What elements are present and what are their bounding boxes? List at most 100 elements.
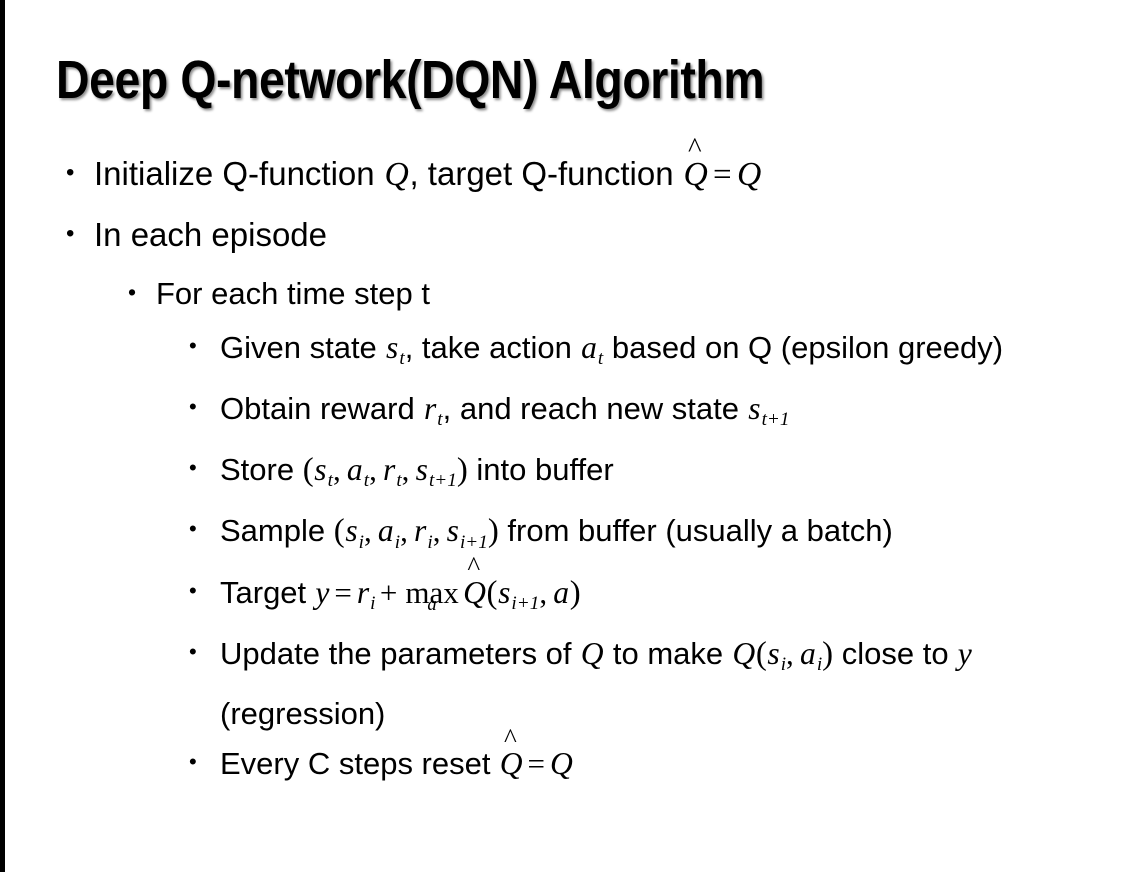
bullet-initialize: • Initialize Q-function Q, target Q-func… [0,134,1124,201]
text-fragment: , and reach new state [442,391,748,427]
math-var-s: s [748,391,761,427]
math-var-s: s [767,635,780,671]
text-fragment: Obtain reward [220,391,424,427]
math-var-y: y [957,635,972,671]
bullet-marker-icon: • [189,577,197,603]
bullet-marker-icon: • [66,220,75,247]
math-var-s-next: s [415,452,428,488]
text-fragment: into buffer [467,452,614,488]
math-var-q: Q [384,156,409,193]
math-operator-equals: = [713,157,732,193]
bullet-update-parameters-text: Update the parameters of Q to make Q(si,… [220,629,1124,738]
math-operator-equals: = [334,574,352,610]
bullet-each-episode-text: In each episode [94,216,328,253]
math-var-a: a [553,574,570,610]
bullet-marker-icon: • [66,159,75,186]
circumflex-accent-icon: ^ [687,131,702,164]
circumflex-accent-icon: ^ [503,722,517,753]
math-paren-open: ( [755,635,767,672]
math-var-r: r [356,574,370,610]
slide-title: Deep Q-network(DQN) Algorithm [56,50,765,110]
math-var-r: r [414,513,427,549]
math-var-r: r [383,452,396,488]
math-comma: , [432,513,441,549]
text-fragment: Update the parameters of [220,635,581,671]
math-subscript-t: t [363,470,370,492]
math-var-s: s [386,330,399,365]
bullet-marker-icon: • [189,638,197,664]
math-comma: , [363,513,372,549]
text-fragment: Initialize Q-function [94,155,384,192]
math-var-y: y [315,574,330,610]
math-subscript-t-plus-1: t+1 [428,470,457,492]
bullet-store-transition-text: Store (st,at,rt,st+1) into buffer [220,445,1124,505]
bullet-each-episode: • In each episode [0,209,1124,261]
math-paren-open: ( [486,574,498,611]
math-subscript-t: t [396,470,402,492]
math-var-a: a [581,330,597,365]
text-fragment: (regression) [220,695,386,731]
math-paren-close: ) [822,635,834,672]
bullet-reset-target-network-text: Every C steps reset ^Q=Q [220,724,1124,788]
math-var-q-hat: ^Q [499,724,523,788]
math-comma: , [369,452,377,488]
math-var-q-hat: ^Q [683,134,709,201]
math-comma: , [786,635,794,671]
bullet-store-transition: • Store (st,at,rt,st+1) into buffer [0,445,1124,505]
bullet-obtain-reward-text: Obtain reward rt, and reach new state st… [220,384,1124,444]
bullet-marker-icon: • [128,279,137,305]
math-comma: , [539,574,548,610]
math-var-q-base: Q [463,574,486,610]
math-subscript-t: t [399,348,405,370]
math-var-q-base: Q [499,745,523,781]
text-fragment: Sample [220,513,334,549]
bullet-each-time-step: • For each time step t [0,269,1124,319]
math-paren-close: ) [456,452,468,489]
math-var-a: a [800,635,816,671]
math-paren-open: ( [333,513,345,550]
bullet-sample-batch: • Sample (si,ai,ri,si+1) from buffer (us… [0,506,1124,566]
text-fragment: to make [604,635,732,671]
math-subscript-i: i [816,653,823,675]
math-paren-close: ) [569,574,581,611]
math-var-a: a [346,452,363,488]
bullet-reset-target-network: • Every C steps reset ^Q=Q [0,724,1124,788]
math-var-q2: Q [736,156,762,193]
math-max-underset-a: a [427,593,437,615]
circumflex-accent-icon: ^ [467,551,481,582]
math-var-s-next: s [446,513,459,549]
math-var-q-base: Q [683,156,708,193]
bullet-marker-icon: • [189,516,197,542]
bullet-marker-icon: • [189,333,197,358]
math-comma: , [401,452,410,488]
math-var-r: r [423,391,437,427]
text-fragment: , take action [404,330,581,365]
slide-body: • Initialize Q-function Q, target Q-func… [0,134,1124,789]
math-comma: , [400,513,408,549]
math-subscript-i: i [358,531,364,553]
text-fragment: Every C steps reset [220,745,500,781]
text-fragment: Store [220,452,303,488]
math-var-q-hat: ^Q [462,553,486,617]
bullet-marker-icon: • [189,455,197,481]
bullet-sample-batch-text: Sample (si,ai,ri,si+1) from buffer (usua… [220,506,1124,566]
math-var-q: Q [580,635,604,671]
bullet-given-state: • Given state st, take action at based o… [0,323,1124,383]
math-subscript-t: t [437,409,443,431]
math-subscript-t-plus-1: t+1 [761,409,790,431]
math-subscript-i: i [427,531,433,553]
math-subscript-i-plus-1: i+1 [459,531,488,553]
text-fragment: from buffer (usually a batch) [498,513,893,549]
math-comma: , [332,452,341,488]
math-subscript-t: t [327,470,333,492]
slide-left-edge-bar [0,0,5,872]
math-subscript-t: t [597,348,604,370]
text-fragment: Given state [220,330,386,365]
math-subscript-i: i [394,531,401,553]
text-fragment: Target [220,574,315,610]
math-var-a: a [377,513,394,549]
